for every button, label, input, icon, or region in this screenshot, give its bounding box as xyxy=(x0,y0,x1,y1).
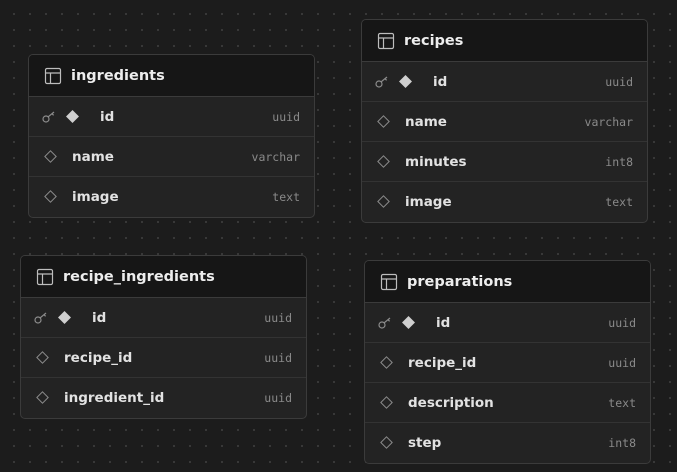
table-header[interactable]: recipe_ingredients xyxy=(21,256,306,298)
filled-diamond-icon xyxy=(58,311,71,324)
table-name: ingredients xyxy=(71,67,165,84)
column-row-image[interactable]: image text xyxy=(362,182,647,222)
column-name: ingredient_id xyxy=(64,390,165,406)
column-name: step xyxy=(408,435,442,451)
table-name: recipes xyxy=(404,32,464,49)
filled-diamond-icon xyxy=(399,75,412,88)
column-row-step[interactable]: step int8 xyxy=(365,423,650,463)
outline-diamond-icon xyxy=(377,115,390,128)
column-row-recipe-id[interactable]: recipe_id uuid xyxy=(365,343,650,383)
key-icon xyxy=(375,76,391,88)
column-type: int8 xyxy=(608,436,636,450)
outline-diamond-icon xyxy=(36,391,49,404)
column-name: name xyxy=(72,148,114,165)
column-type: text xyxy=(608,395,636,410)
column-name: recipe_id xyxy=(64,349,133,366)
outline-diamond-icon xyxy=(377,195,390,208)
outline-diamond-icon xyxy=(380,396,393,409)
column-row-description[interactable]: description text xyxy=(365,383,650,423)
column-row-recipe-id[interactable]: recipe_id uuid xyxy=(21,338,306,378)
table-grid-icon xyxy=(377,32,395,50)
key-icon xyxy=(378,317,394,329)
column-name: description xyxy=(408,394,494,411)
column-type: int8 xyxy=(605,154,633,169)
column-name: id xyxy=(92,309,107,326)
key-icon xyxy=(34,312,50,324)
column-name: name xyxy=(405,113,447,130)
column-row-id[interactable]: id uuid xyxy=(365,303,650,343)
outline-diamond-icon xyxy=(36,351,49,364)
column-name: id xyxy=(100,108,115,125)
column-row-id[interactable]: id uuid xyxy=(362,62,647,102)
table-name: preparations xyxy=(407,273,513,290)
table-card-recipe-ingredients[interactable]: recipe_ingredients id uuid recipe_id uui… xyxy=(20,255,307,419)
column-row-name[interactable]: name varchar xyxy=(29,137,314,177)
column-type: uuid xyxy=(608,315,636,330)
column-row-image[interactable]: image text xyxy=(29,177,314,217)
column-type: varchar xyxy=(584,114,633,129)
outline-diamond-icon xyxy=(44,150,57,163)
column-name: minutes xyxy=(405,153,467,170)
column-row-name[interactable]: name varchar xyxy=(362,102,647,142)
column-type: uuid xyxy=(264,350,292,365)
outline-diamond-icon xyxy=(44,190,57,203)
table-header[interactable]: ingredients xyxy=(29,55,314,97)
column-name: image xyxy=(405,194,452,210)
column-name: id xyxy=(433,73,448,90)
column-row-id[interactable]: id uuid xyxy=(29,97,314,137)
filled-diamond-icon xyxy=(66,110,79,123)
table-grid-icon xyxy=(380,273,398,291)
column-name: recipe_id xyxy=(408,354,477,371)
table-name: recipe_ingredients xyxy=(63,268,215,285)
column-type: uuid xyxy=(605,74,633,89)
column-name: image xyxy=(72,189,119,205)
column-type: text xyxy=(272,190,300,204)
column-type: text xyxy=(605,195,633,209)
column-type: uuid xyxy=(608,355,636,370)
table-card-preparations[interactable]: preparations id uuid recipe_id uuid desc… xyxy=(364,260,651,464)
column-row-ingredient-id[interactable]: ingredient_id uuid xyxy=(21,378,306,418)
column-type: varchar xyxy=(251,149,300,164)
table-card-recipes[interactable]: recipes id uuid name varchar minutes int… xyxy=(361,19,648,223)
outline-diamond-icon xyxy=(380,356,393,369)
table-card-ingredients[interactable]: ingredients id uuid name varchar image t… xyxy=(28,54,315,218)
table-header[interactable]: recipes xyxy=(362,20,647,62)
column-type: uuid xyxy=(264,391,292,405)
column-type: uuid xyxy=(264,310,292,325)
column-row-id[interactable]: id uuid xyxy=(21,298,306,338)
outline-diamond-icon xyxy=(380,436,393,449)
filled-diamond-icon xyxy=(402,316,415,329)
table-header[interactable]: preparations xyxy=(365,261,650,303)
table-grid-icon xyxy=(44,67,62,85)
table-grid-icon xyxy=(36,268,54,286)
outline-diamond-icon xyxy=(377,155,390,168)
column-row-minutes[interactable]: minutes int8 xyxy=(362,142,647,182)
column-type: uuid xyxy=(272,109,300,124)
key-icon xyxy=(42,111,58,123)
column-name: id xyxy=(436,314,451,331)
